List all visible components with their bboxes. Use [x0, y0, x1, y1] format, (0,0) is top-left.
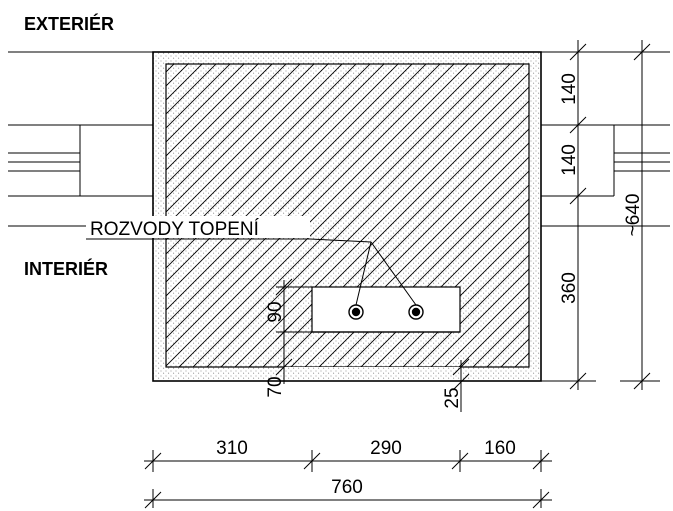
heating-pipe-left — [348, 304, 364, 320]
dim-right-top: 140 — [559, 73, 580, 105]
callout-label-bg — [86, 216, 310, 238]
exterior-label: EXTERIÉR — [24, 13, 114, 34]
bottom-dimension-chain — [144, 450, 552, 472]
heating-niche — [311, 286, 461, 333]
dim-niche-height: 90 — [265, 301, 286, 322]
overall-height-dimension — [620, 40, 660, 390]
niche-plaster — [284, 367, 461, 374]
dim-niche-base: 70 — [265, 376, 286, 397]
callout-label: ROZVODY TOPENÍ — [90, 219, 260, 240]
interior-label: INTERIÉR — [24, 258, 108, 279]
niche-gap-dimension — [452, 358, 470, 412]
dim-width-mid: 290 — [370, 438, 402, 459]
niche-height-dimension — [275, 278, 312, 384]
dim-width-right: 160 — [484, 438, 516, 459]
callout-leader — [86, 238, 417, 306]
dim-right-mid: 140 — [559, 144, 580, 176]
right-dimension-chain — [541, 40, 596, 390]
dim-right-bottom: 360 — [559, 272, 580, 304]
dim-width-left: 310 — [216, 438, 248, 459]
dim-niche-gap: 25 — [442, 387, 463, 408]
heating-pipe-right — [408, 304, 424, 320]
dim-overall-width: 760 — [331, 477, 363, 498]
left-wall-lines — [8, 51, 153, 227]
overall-width-dimension — [144, 489, 552, 509]
dim-overall-height: ~640 — [623, 194, 644, 237]
